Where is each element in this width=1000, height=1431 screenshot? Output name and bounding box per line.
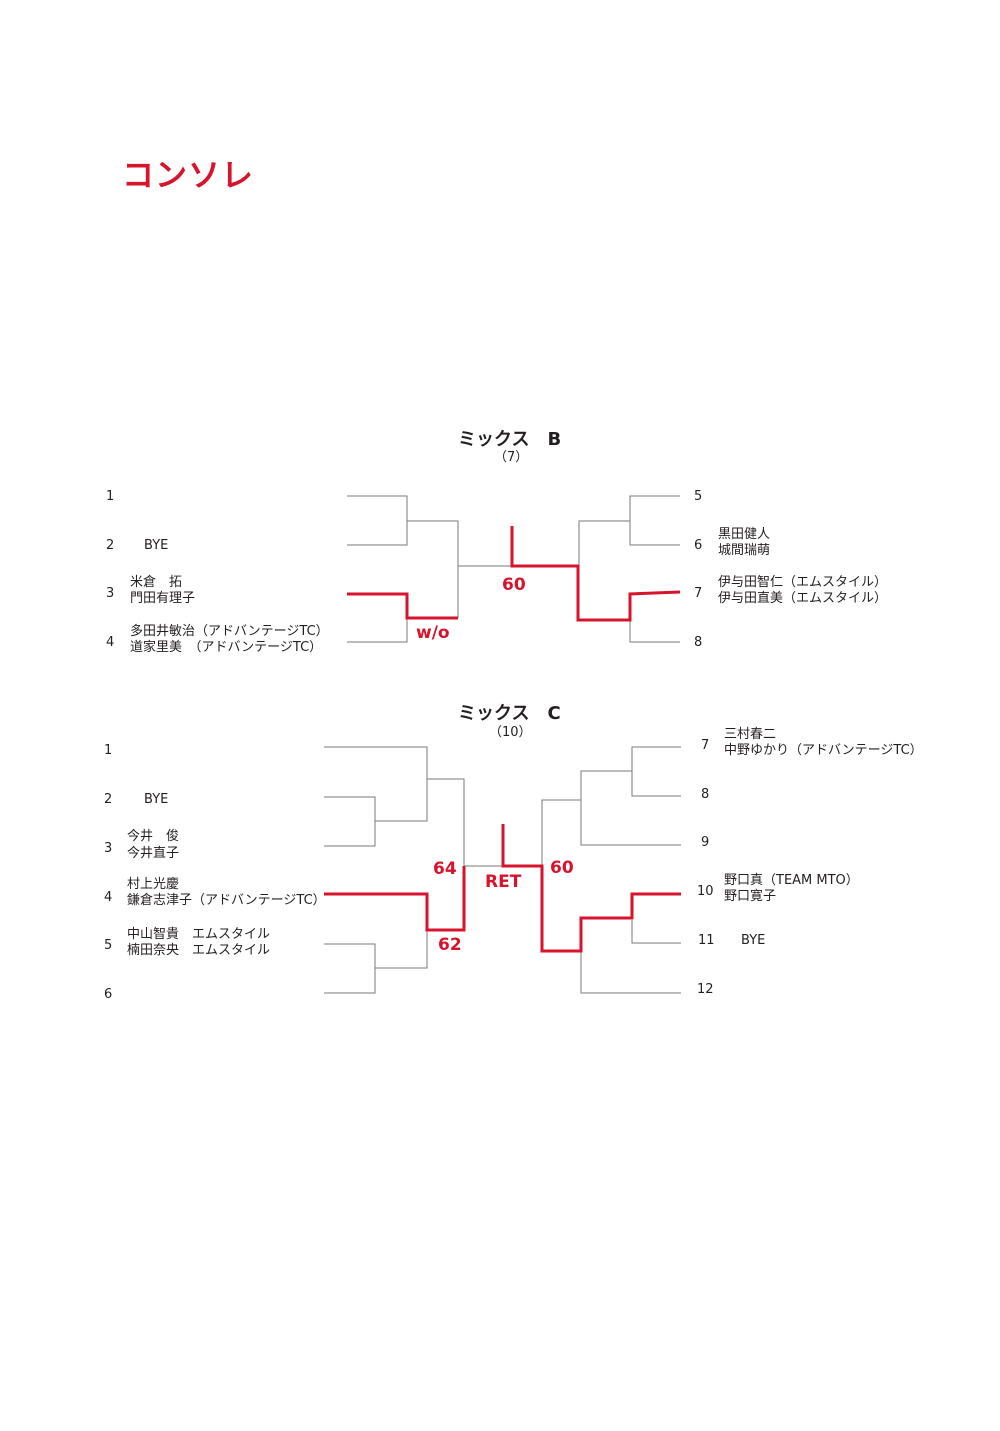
match-score: 64 [433, 859, 457, 879]
seed-number: 5 [694, 489, 703, 504]
player-name: 野口寛子 [724, 889, 777, 904]
page-title: コンソレ [122, 156, 255, 194]
seed-number: 2 [106, 538, 115, 553]
seed-number: 6 [104, 987, 113, 1002]
seed-number: 3 [104, 841, 113, 856]
draw-title: ミックス C [458, 703, 561, 724]
bracket-line [324, 796, 376, 847]
bracket-line [580, 950, 681, 994]
player-name: 城間瑞萌 [718, 543, 771, 558]
match-score: RET [485, 872, 522, 892]
player-name: 米倉 拓 [130, 575, 183, 590]
draw-count: （10） [489, 725, 532, 740]
player-name: 黒田健人 [718, 527, 771, 542]
winner-path [347, 592, 458, 620]
bracket-line [375, 930, 428, 969]
player-name: 楠田奈央 エムスタイル [127, 943, 271, 958]
bracket-line [324, 746, 428, 779]
seed-number: 12 [697, 982, 714, 997]
winner-path [324, 866, 466, 932]
seed-number: 2 [104, 792, 113, 807]
bye-label: BYE [144, 792, 169, 807]
match-score: w/o [416, 623, 450, 643]
bracket-lines-plain [324, 495, 681, 994]
match-score: 62 [438, 935, 462, 955]
draw-title: ミックス B [458, 429, 562, 450]
bracket-line [324, 943, 376, 994]
player-name: 道家里美 （アドバンテージTC） [130, 640, 323, 655]
player-name: 門田有理子 [130, 591, 196, 606]
player-name: 中野ゆかり（アドバンテージTC） [724, 743, 923, 758]
bracket-line [407, 520, 512, 567]
seed-number: 5 [104, 938, 113, 953]
bracket-line [375, 778, 465, 866]
winner-path [510, 526, 681, 622]
seed-number: 10 [697, 884, 714, 899]
seed-number: 3 [106, 586, 115, 601]
seed-number: 4 [104, 890, 113, 905]
bracket-line [629, 618, 680, 643]
player-name: 伊与田直美（エムスタイル） [718, 591, 888, 606]
bracket-line [578, 520, 630, 568]
bye-label: BYE [741, 933, 766, 948]
bye-label: BYE [144, 538, 169, 553]
seed-number: 9 [701, 835, 710, 850]
seed-number: 8 [701, 787, 710, 802]
draw-count: （7） [494, 450, 529, 465]
player-name: 野口真（TEAM MTO） [724, 873, 859, 888]
seed-number: 7 [694, 586, 703, 601]
seed-number: 11 [698, 933, 715, 948]
player-name: 今井直子 [127, 846, 180, 861]
bracket-line [347, 618, 408, 643]
bracket-line [580, 770, 681, 846]
bracket-line [629, 495, 680, 546]
seed-number: 1 [104, 743, 113, 758]
player-name: 今井 俊 [127, 829, 180, 844]
winner-path [501, 824, 681, 953]
bracket-line [541, 799, 581, 866]
player-name: 鎌倉志津子（アドバンテージTC） [127, 893, 326, 908]
seed-number: 8 [694, 635, 703, 650]
bracket-line [631, 920, 681, 944]
seed-number: 4 [106, 635, 115, 650]
player-name: 伊与田智仁（エムスタイル） [718, 575, 888, 590]
player-name: 村上光慶 [127, 877, 180, 892]
player-name: 中山智貴 エムスタイル [127, 927, 271, 942]
seed-number: 1 [106, 489, 115, 504]
match-score: 60 [502, 575, 526, 595]
player-name: 三村春二 [724, 727, 777, 742]
match-score: 60 [550, 858, 574, 878]
seed-number: 7 [701, 738, 710, 753]
seed-number: 6 [694, 538, 703, 553]
bracket-line [347, 495, 408, 546]
bracket-lines-winner [324, 526, 681, 953]
player-name: 多田井敏治（アドバンテージTC） [130, 624, 329, 639]
bracket-line [631, 746, 681, 797]
